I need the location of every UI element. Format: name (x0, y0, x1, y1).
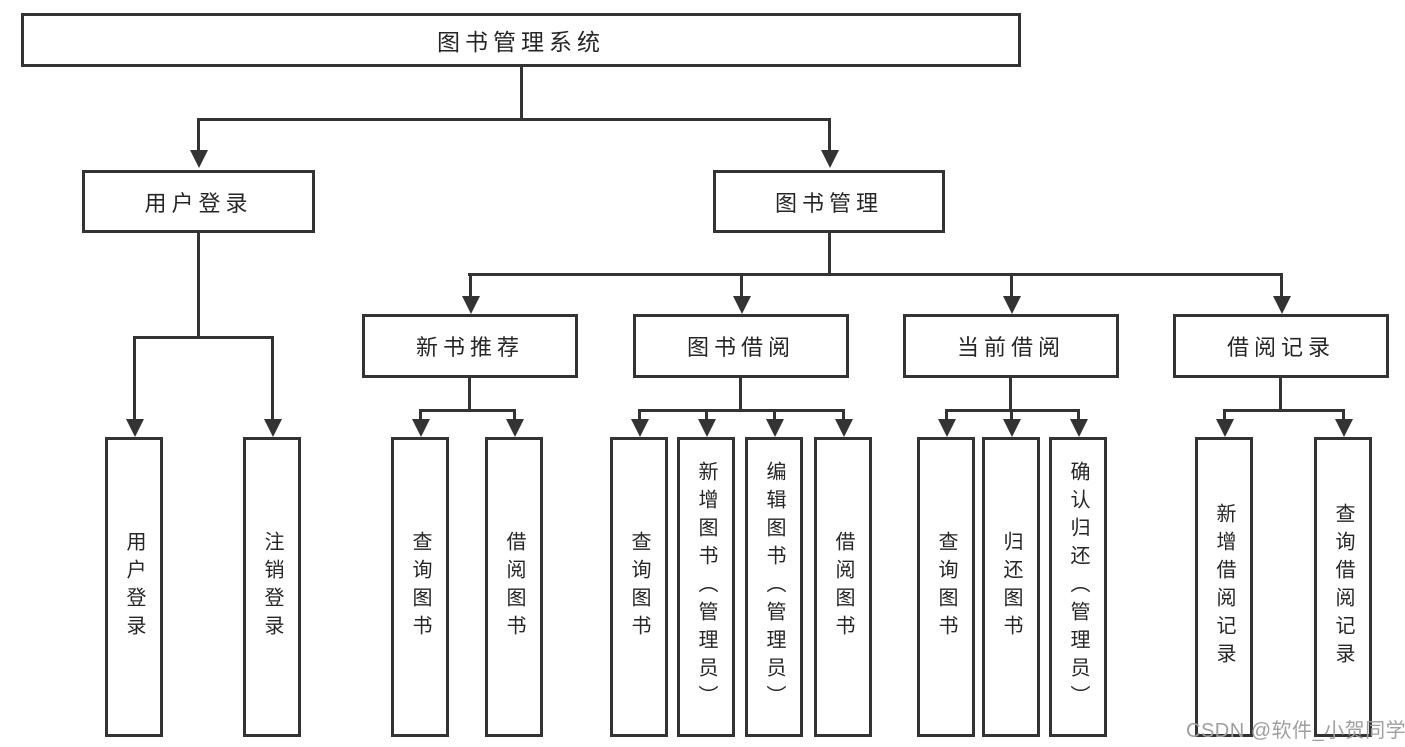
node-book-management: 图书管理 (713, 170, 945, 233)
connector-arrow (189, 118, 208, 168)
node-label: 查询图书 (935, 531, 957, 643)
node-label: 新增借阅记录 (1213, 503, 1235, 671)
leaf-logout: 注销登录 (243, 437, 301, 737)
connector-arrow (1002, 409, 1021, 437)
connector-line (1279, 378, 1282, 411)
connector-line (520, 67, 523, 120)
node-label: 借阅图书 (503, 531, 525, 643)
node-borrowing-records: 借阅记录 (1173, 314, 1389, 378)
leaf-current-query-books: 查询图书 (917, 437, 975, 737)
node-book-borrowing: 图书借阅 (633, 314, 849, 378)
leaf-borrowing-edit-books-admin: 编辑图书（管理员） (745, 437, 803, 737)
node-label: 图书管理 (774, 190, 883, 216)
leaf-current-return-books: 归还图书 (982, 437, 1040, 737)
node-label: 新增图书（管理员） (695, 461, 717, 713)
leaf-current-confirm-return-admin: 确认归还（管理员） (1049, 437, 1107, 737)
node-label: 图书借阅 (686, 335, 795, 360)
connector-arrow (461, 273, 480, 314)
leaf-user-login: 用户登录 (105, 437, 163, 737)
node-current-borrowing: 当前借阅 (903, 314, 1119, 378)
csdn-watermark: CSDN @软件_小贺同学 (1186, 720, 1405, 742)
leaf-borrowing-borrow-books: 借阅图书 (814, 437, 872, 737)
node-label: 新书推荐 (415, 335, 524, 360)
node-label: 查询图书 (409, 531, 431, 643)
connector-line (739, 378, 742, 411)
connector-arrow (630, 409, 649, 437)
node-label: 注销登录 (261, 531, 283, 643)
connector-line (828, 233, 831, 275)
connector-arrow (263, 336, 282, 437)
node-label: 编辑图书（管理员） (763, 461, 785, 713)
node-label: 用户登录 (144, 190, 253, 216)
connector-line (1009, 378, 1012, 411)
connector-arrow (1272, 273, 1291, 314)
leaf-borrowing-query-books: 查询图书 (610, 437, 668, 737)
connector-arrow (505, 409, 524, 437)
connector-arrow (937, 409, 956, 437)
node-user-login: 用户登录 (82, 170, 315, 233)
node-new-book-recommend: 新书推荐 (362, 314, 578, 378)
connector-arrow (765, 409, 784, 437)
node-label: 当前借阅 (956, 335, 1065, 360)
leaf-records-add-record: 新增借阅记录 (1195, 437, 1253, 737)
node-label: 图书管理系统 (437, 29, 605, 55)
connector-line (468, 378, 471, 411)
connector-line (419, 409, 516, 412)
leaf-borrowing-add-books-admin: 新增图书（管理员） (677, 437, 735, 737)
node-library-management-system: 图书管理系统 (21, 13, 1021, 67)
connector-arrow (411, 409, 430, 437)
connector-arrow (697, 409, 716, 437)
leaf-records-query-record: 查询借阅记录 (1314, 437, 1372, 737)
node-label: 查询借阅记录 (1332, 503, 1354, 671)
leaf-recommend-query-books: 查询图书 (391, 437, 449, 737)
connector-arrow (732, 273, 751, 314)
connector-line (197, 118, 830, 121)
connector-line (638, 409, 845, 412)
node-label: 归还图书 (1000, 531, 1022, 643)
connector-line (1223, 409, 1345, 412)
node-label: 确认归还（管理员） (1067, 461, 1089, 713)
connector-arrow (125, 336, 144, 437)
connector-arrow (1334, 409, 1353, 437)
leaf-recommend-borrow-books: 借阅图书 (485, 437, 543, 737)
connector-line (133, 336, 274, 339)
connector-arrow (820, 118, 839, 168)
connector-arrow (1002, 273, 1021, 314)
connector-arrow (834, 409, 853, 437)
connector-arrow (1215, 409, 1234, 437)
node-label: 借阅记录 (1226, 335, 1335, 360)
node-label: 用户登录 (123, 531, 145, 643)
node-label: 借阅图书 (832, 531, 854, 643)
connector-arrow (1069, 409, 1088, 437)
connector-line (468, 273, 1282, 276)
connector-line (197, 233, 200, 338)
node-label: 查询图书 (628, 531, 650, 643)
